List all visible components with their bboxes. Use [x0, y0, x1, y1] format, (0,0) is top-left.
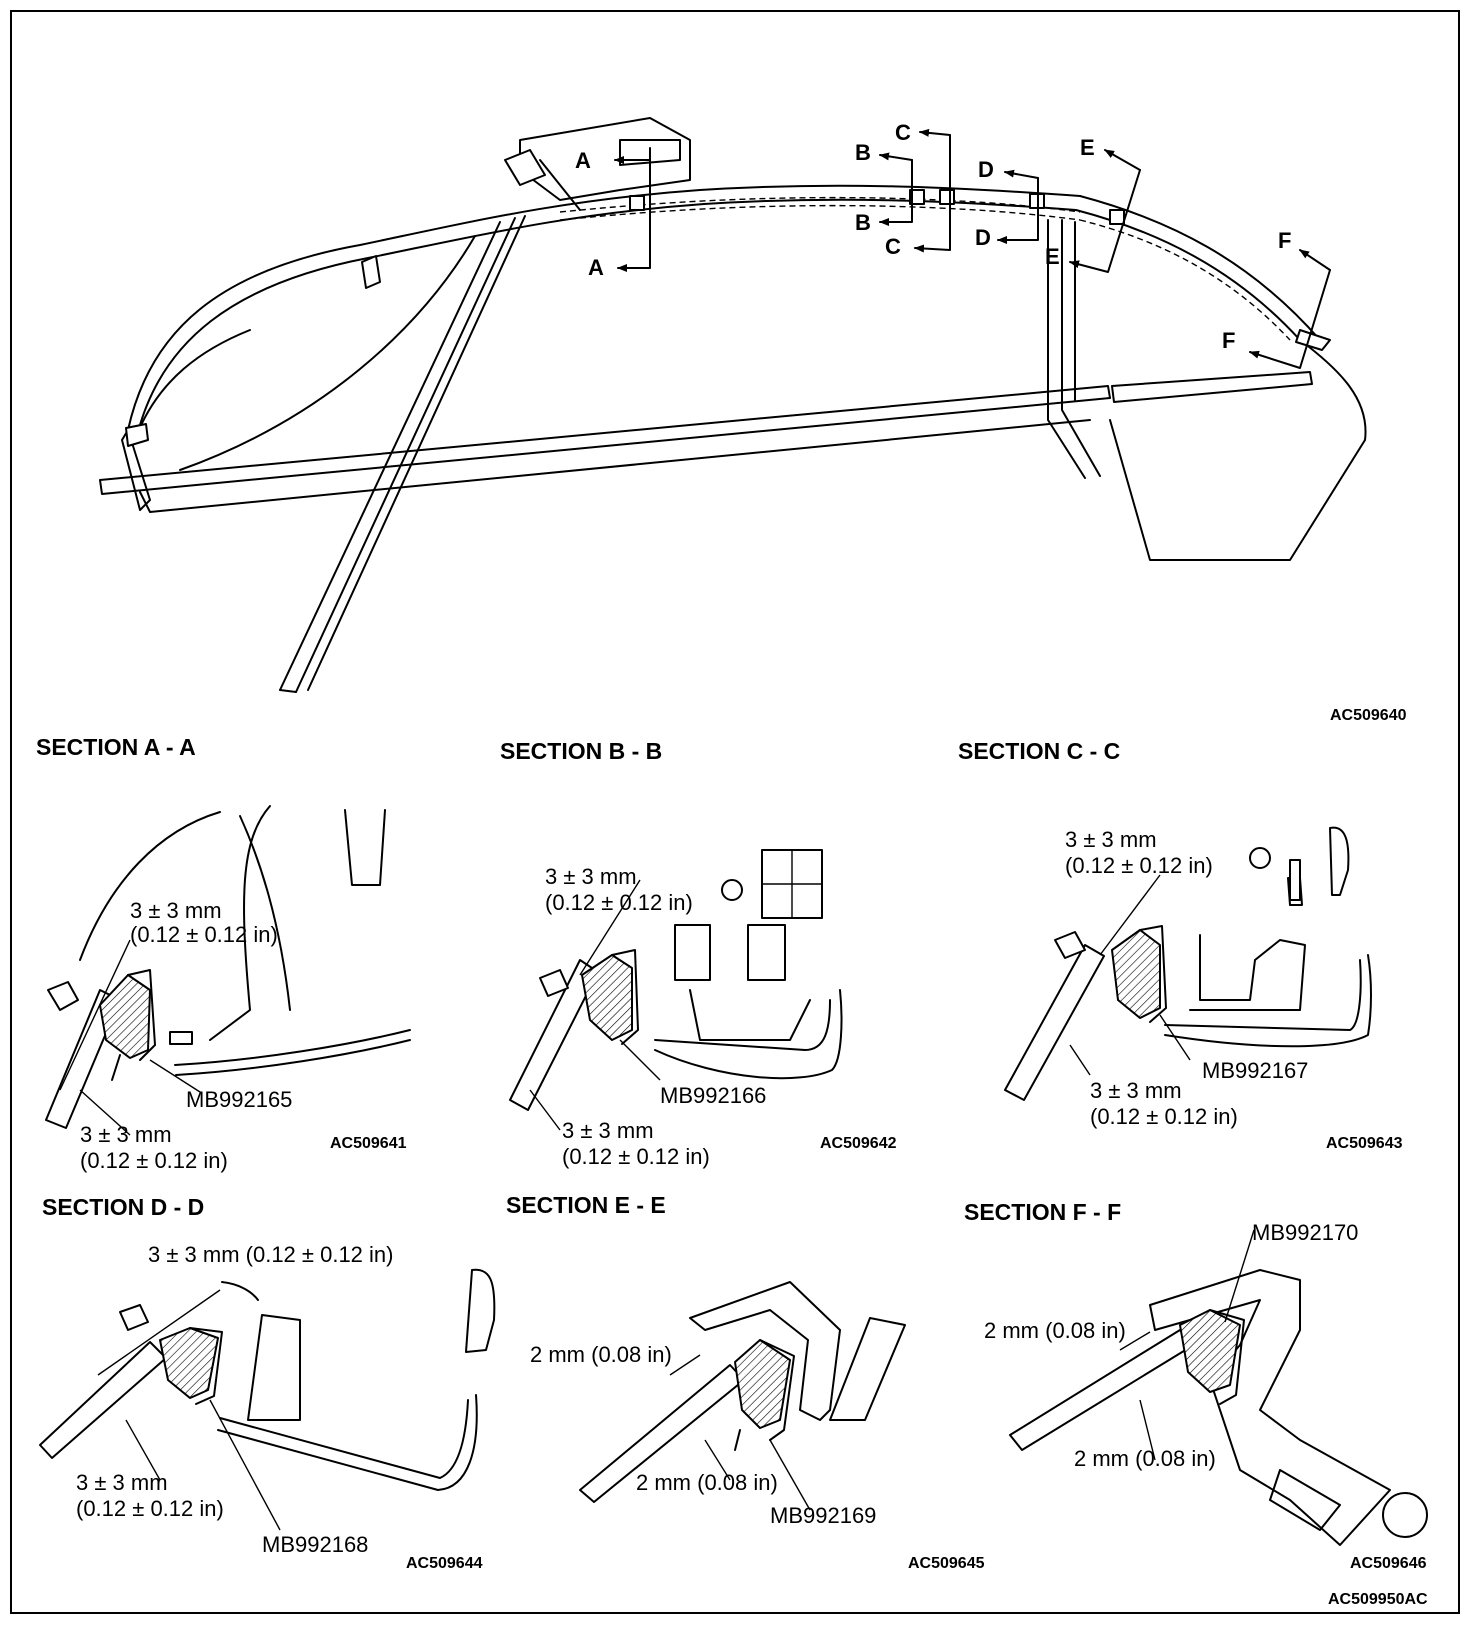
section-b-dim2-line2: (0.12 ± 0.12 in)	[562, 1144, 710, 1169]
overview-drawing: A A B B C C D D E E F F AC509640	[99, 117, 1407, 724]
marker-a-bottom: A	[588, 255, 604, 280]
section-a-dim1-line1: 3 ± 3 mm	[130, 898, 222, 923]
figure-code: AC509950AC	[1328, 1591, 1428, 1608]
section-b-code: AC509642	[820, 1135, 897, 1152]
figure-frame	[10, 10, 1460, 1614]
marker-e-bottom: E	[1045, 244, 1060, 269]
marker-c-bottom: C	[885, 234, 901, 259]
marker-e-top: E	[1080, 135, 1095, 160]
section-c-dim2-line1: 3 ± 3 mm	[1090, 1078, 1182, 1103]
section-f-dim2: 2 mm (0.08 in)	[1074, 1446, 1216, 1471]
section-d-dim1: 3 ± 3 mm (0.12 ± 0.12 in)	[148, 1242, 393, 1267]
marker-f-bottom: F	[1222, 328, 1235, 353]
section-a-title: SECTION A - A	[36, 734, 196, 760]
marker-d-bottom: D	[975, 225, 991, 250]
section-f-title: SECTION F - F	[964, 1199, 1121, 1225]
section-e-dim1: 2 mm (0.08 in)	[530, 1342, 672, 1367]
section-a-dim2-line1: 3 ± 3 mm	[80, 1122, 172, 1147]
overview-code: AC509640	[1330, 707, 1407, 724]
section-e: SECTION E - E 2 mm (0.08 in) 2 mm (0.08 …	[506, 1192, 985, 1572]
section-d-part: MB992168	[262, 1532, 368, 1557]
section-d-code: AC509644	[406, 1555, 483, 1572]
section-d-dim2-line2: (0.12 ± 0.12 in)	[76, 1496, 224, 1521]
marker-b-bottom: B	[855, 210, 871, 235]
section-a-part: MB992165	[186, 1087, 292, 1112]
section-e-part: MB992169	[770, 1503, 876, 1528]
section-f-code: AC509646	[1350, 1555, 1427, 1572]
section-c-dim2-line2: (0.12 ± 0.12 in)	[1090, 1104, 1238, 1129]
section-d-dim2-line1: 3 ± 3 mm	[76, 1470, 168, 1495]
section-e-dim2: 2 mm (0.08 in)	[636, 1470, 778, 1495]
marker-d-top: D	[978, 157, 994, 182]
section-b: SECTION B - B 3 ± 3 mm (0.12 ± 0.12 in) …	[500, 738, 897, 1169]
section-c-dim1-line2: (0.12 ± 0.12 in)	[1065, 853, 1213, 878]
section-a-dim2-line2: (0.12 ± 0.12 in)	[80, 1148, 228, 1173]
section-a: SECTION A - A 3 ± 3 mm (0.12 ± 0.12 in) …	[36, 734, 411, 1173]
section-f-dim1: 2 mm (0.08 in)	[984, 1318, 1126, 1343]
section-c-part: MB992167	[1202, 1058, 1308, 1083]
section-c-code: AC509643	[1326, 1135, 1403, 1152]
section-f: SECTION F - F MB992170 2 mm (0.08 in) 2 …	[964, 1199, 1428, 1572]
section-f-part: MB992170	[1252, 1220, 1358, 1245]
section-e-title: SECTION E - E	[506, 1192, 666, 1218]
section-b-dim1-line1: 3 ± 3 mm	[545, 864, 637, 889]
marker-b-top: B	[855, 140, 871, 165]
section-c-title: SECTION C - C	[958, 738, 1120, 764]
section-d: SECTION D - D 3 ± 3 mm (0.12 ± 0.12 in) …	[39, 1194, 496, 1572]
marker-a-top: A	[575, 148, 591, 173]
section-a-code: AC509641	[330, 1135, 407, 1152]
section-c-dim1-line1: 3 ± 3 mm	[1065, 827, 1157, 852]
section-c: SECTION C - C 3 ± 3 mm (0.12 ± 0.12 in) …	[958, 738, 1403, 1152]
section-b-dim1-line2: (0.12 ± 0.12 in)	[545, 890, 693, 915]
section-b-part: MB992166	[660, 1083, 766, 1108]
marker-f-top: F	[1278, 228, 1291, 253]
section-d-title: SECTION D - D	[42, 1194, 204, 1220]
section-e-code: AC509645	[908, 1555, 985, 1572]
section-a-dim1-line2: (0.12 ± 0.12 in)	[130, 922, 278, 947]
section-b-title: SECTION B - B	[500, 738, 662, 764]
section-b-dim2-line1: 3 ± 3 mm	[562, 1118, 654, 1143]
marker-c-top: C	[895, 120, 911, 145]
